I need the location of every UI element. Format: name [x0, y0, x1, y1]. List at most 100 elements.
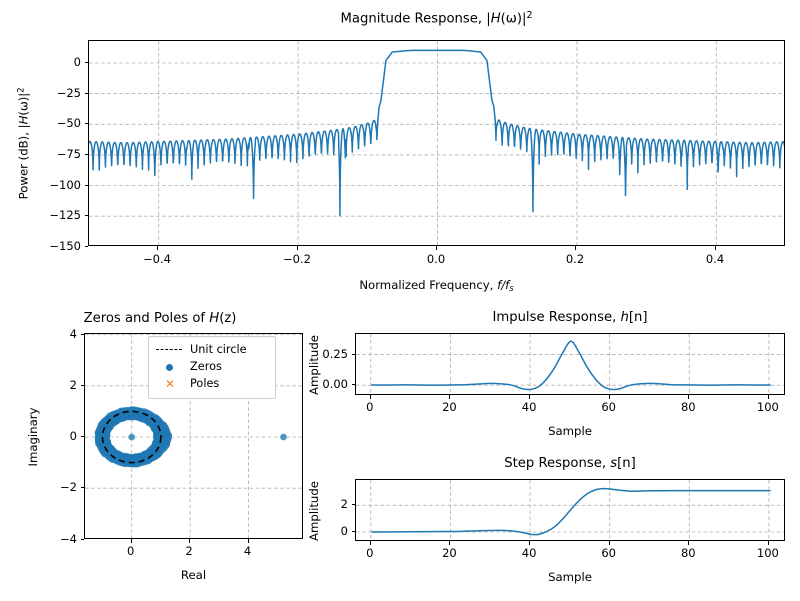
magnitude-xtick-mark	[157, 246, 158, 250]
zero-isolated-real	[280, 433, 287, 441]
impulse-xtick-mark	[688, 395, 690, 399]
step-xaxis-label: Sample	[548, 570, 592, 584]
polezero-xaxis-label: Real	[180, 568, 207, 582]
impulse-xtick-label: 60	[601, 400, 617, 414]
magnitude-ytick-mark	[84, 62, 88, 63]
polezero-ytick-mark	[80, 436, 84, 437]
polezero-ytick-label: −2	[60, 480, 77, 495]
impulse-xtick-mark	[767, 395, 769, 399]
magnitude-xtick-label: −0.2	[283, 252, 311, 266]
step-response-title: Step Response, s[n]	[504, 456, 636, 471]
step-xtick-mark	[767, 541, 769, 545]
polezero-ytick-label: −4	[60, 531, 77, 546]
magnitude-ytick-mark	[84, 92, 88, 94]
pole-zero-plot	[85, 334, 302, 538]
magnitude-ytick-label: 0	[73, 55, 81, 69]
step-xtick-mark	[688, 541, 690, 545]
zero-marker	[153, 435, 161, 442]
magnitude-xtick-label: −0.4	[143, 252, 171, 266]
legend-item-unit-circle: Unit circle	[155, 341, 268, 358]
step-xtick-mark	[608, 541, 610, 545]
magnitude-xtick-mark	[297, 246, 298, 250]
impulse-xtick-mark	[449, 395, 451, 399]
polezero-yaxis-label: Imaginary	[26, 407, 40, 467]
magnitude-xaxis-label: Normalized Frequency, f/fs	[359, 278, 514, 294]
impulse-xtick-label: 40	[521, 400, 537, 414]
step-ytick-label: 0	[340, 524, 348, 538]
polezero-xtick-label: 2	[185, 544, 193, 558]
unit-circle	[101, 410, 162, 464]
pole-zero-title: Zeros and Poles of H(z)	[83, 311, 237, 326]
polezero-xtick-mark	[189, 539, 191, 543]
polezero-xtick-mark	[247, 539, 249, 543]
zero-marker	[165, 435, 172, 443]
step-xtick-mark	[529, 541, 531, 545]
impulse-response-panel: Impulse Response, h[n]	[307, 300, 800, 450]
impulse-response-title: Impulse Response, h[n]	[492, 310, 648, 325]
dashed-line-key	[155, 343, 183, 357]
polezero-ytick-mark	[80, 333, 84, 335]
impulse-xtick-label: 20	[442, 400, 457, 414]
polezero-xtick-mark	[130, 539, 132, 543]
impulse-xtick-label: 80	[680, 400, 696, 414]
impulse-xaxis-label: Sample	[548, 424, 592, 438]
step-xtick-label: 60	[601, 546, 617, 560]
impulse-xtick-mark	[608, 395, 610, 399]
polezero-ytick-mark	[80, 384, 84, 386]
legend-label: Zeros	[190, 360, 222, 373]
magnitude-ytick-label: −75	[56, 146, 81, 161]
impulse-ytick-mark	[351, 353, 355, 355]
pole-zero-gridlines	[85, 334, 302, 538]
magnitude-ytick-mark	[84, 153, 88, 155]
step-ytick-label: 2	[340, 497, 348, 512]
pole-zero-legend: Unit circle Zeros ✕ Poles	[148, 336, 276, 399]
polezero-ytick-label: 4	[69, 326, 77, 341]
legend-label: Unit circle	[190, 343, 247, 356]
magnitude-response-plot	[89, 41, 784, 245]
step-xtick-label: 40	[521, 546, 537, 560]
impulse-response-plot	[356, 334, 784, 394]
impulse-xtick-label: 0	[366, 400, 374, 414]
polezero-ytick-label: 0	[69, 429, 77, 443]
step-xtick-label: 20	[442, 546, 457, 560]
step-response-axes	[355, 479, 785, 541]
magnitude-ytick-label: −125	[49, 208, 81, 223]
magnitude-gridlines	[89, 41, 784, 245]
magnitude-response-axes	[88, 40, 785, 246]
magnitude-ytick-mark	[84, 215, 88, 217]
step-xtick-label: 0	[366, 546, 374, 560]
impulse-ytick-mark	[351, 384, 355, 386]
step-response-plot	[356, 480, 784, 540]
step-xtick-mark	[369, 541, 371, 545]
polezero-xtick-label: 0	[127, 544, 135, 558]
magnitude-xtick-mark	[715, 246, 716, 250]
step-ytick-mark	[351, 531, 355, 532]
impulse-xtick-mark	[529, 395, 531, 399]
impulse-ytick-label: 0.00	[322, 377, 348, 392]
step-yaxis-label: Amplitude	[307, 481, 321, 541]
polezero-xtick-label: 4	[243, 544, 252, 558]
magnitude-ytick-label: −50	[56, 116, 81, 131]
magnitude-response-title: Magnitude Response, |H(ω)|2	[340, 10, 533, 27]
impulse-response-axes	[355, 333, 785, 395]
polezero-ytick-label: 2	[69, 377, 77, 392]
magnitude-xtick-mark	[436, 246, 437, 250]
magnitude-ytick-label: −25	[56, 85, 81, 100]
magnitude-xtick-label: 0.2	[565, 252, 585, 266]
magnitude-yaxis-label: Power (dB), |H(ω)|2	[15, 87, 31, 200]
step-response-panel: Step Response, s[n]	[307, 445, 800, 600]
magnitude-ytick-mark	[84, 245, 88, 247]
polezero-ytick-mark	[80, 538, 84, 540]
step-xtick-mark	[449, 541, 451, 545]
magnitude-xtick-mark	[575, 246, 576, 250]
impulse-ytick-label: 0.25	[322, 346, 348, 361]
legend-item-zeros: Zeros	[155, 358, 268, 375]
legend-label: Poles	[190, 377, 220, 390]
magnitude-ytick-label: −150	[49, 238, 81, 253]
step-ytick-mark	[351, 504, 355, 506]
impulse-xtick-mark	[369, 395, 371, 399]
pole-zero-panel: Zeros and Poles of H(z)	[0, 300, 330, 600]
polezero-ytick-mark	[80, 487, 84, 489]
magnitude-xtick-label: 0.4	[705, 252, 725, 266]
